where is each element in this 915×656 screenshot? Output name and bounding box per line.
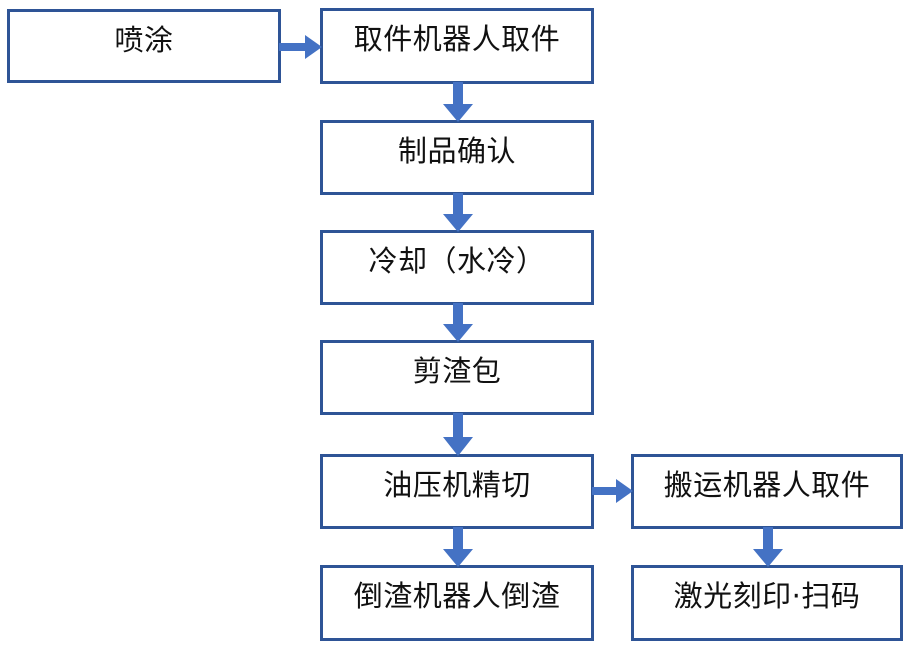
node-pickup[interactable]: 取件机器人取件 bbox=[320, 8, 594, 84]
node-carry[interactable]: 搬运机器人取件 bbox=[631, 454, 903, 529]
node-laser-label: 激光刻印·扫码 bbox=[673, 579, 861, 613]
arrow-down-icon-trim-to-press bbox=[440, 413, 476, 457]
node-pickup-label: 取件机器人取件 bbox=[353, 22, 561, 56]
node-penta[interactable]: 喷涂 bbox=[7, 9, 281, 83]
arrow-down-icon-press-to-dump bbox=[440, 527, 476, 568]
arrow-right-icon-penta-to-pickup bbox=[279, 30, 323, 64]
node-penta-label: 喷涂 bbox=[114, 23, 174, 57]
node-cool-label: 冷却（水冷） bbox=[368, 244, 546, 278]
node-cool[interactable]: 冷却（水冷） bbox=[320, 230, 594, 305]
node-carry-label: 搬运机器人取件 bbox=[663, 468, 871, 502]
arrow-right-icon-press-to-carry bbox=[592, 474, 634, 508]
node-press-label: 油压机精切 bbox=[383, 468, 531, 502]
arrow-down-icon-carry-to-laser bbox=[750, 527, 786, 568]
node-confirm[interactable]: 制品确认 bbox=[320, 120, 594, 195]
arrow-down-icon-pickup-to-confirm bbox=[440, 82, 476, 123]
arrow-down-icon-cool-to-trim bbox=[440, 303, 476, 343]
node-press[interactable]: 油压机精切 bbox=[320, 454, 594, 529]
node-confirm-label: 制品确认 bbox=[397, 134, 516, 168]
node-laser[interactable]: 激光刻印·扫码 bbox=[631, 565, 903, 641]
arrow-down-icon-confirm-to-cool bbox=[440, 193, 476, 233]
node-dump[interactable]: 倒渣机器人倒渣 bbox=[320, 565, 594, 641]
node-trim[interactable]: 剪渣包 bbox=[320, 340, 594, 415]
node-dump-label: 倒渣机器人倒渣 bbox=[353, 579, 561, 613]
node-trim-label: 剪渣包 bbox=[412, 354, 502, 388]
